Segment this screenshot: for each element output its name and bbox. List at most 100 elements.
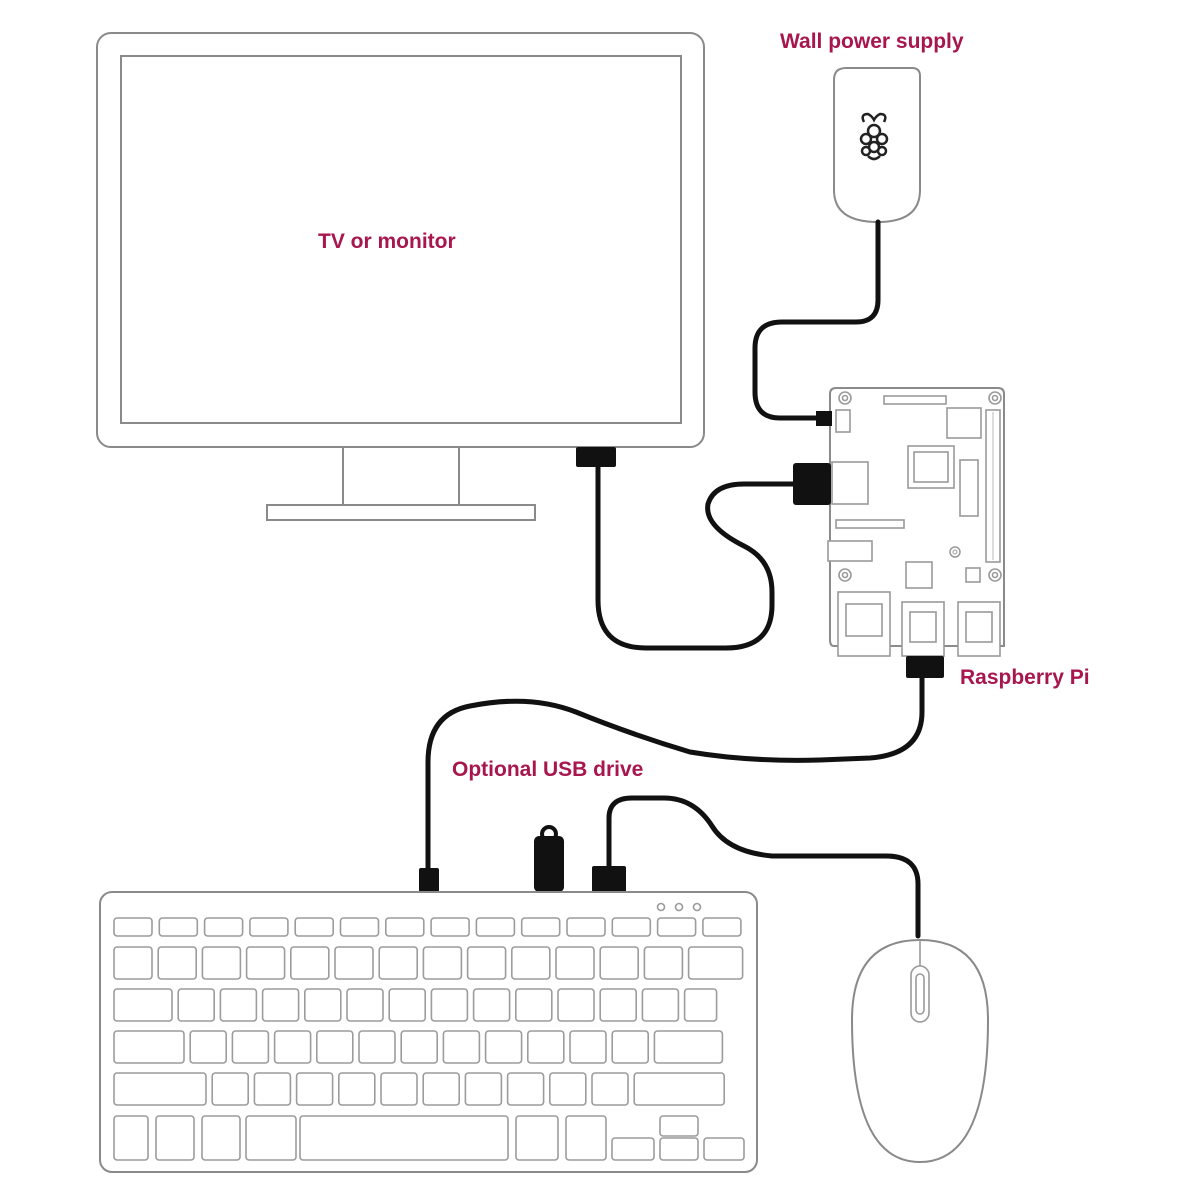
keyboard-key	[358, 1030, 396, 1064]
cables	[419, 219, 944, 939]
pi-usbc-power-port	[835, 409, 851, 433]
keyboard-key	[548, 1072, 587, 1106]
pi-usb-controller	[905, 561, 933, 589]
keyboard-key	[569, 1030, 607, 1064]
keyboard-key	[641, 988, 680, 1022]
keyboard-key	[337, 1072, 376, 1106]
keyboard-key	[591, 1072, 629, 1106]
mouse-cable-plug	[592, 866, 626, 892]
pi-usb-port	[901, 601, 945, 657]
hdmi-cable-plug	[793, 463, 831, 505]
keyboard-key	[555, 946, 595, 980]
keyboard-key	[656, 917, 697, 937]
keyboard-status-led	[656, 902, 666, 912]
mouse-body	[850, 938, 990, 1164]
keyboard-key	[599, 988, 638, 1022]
usb-drive-label: Optional USB drive	[452, 758, 644, 781]
pi-wifi-chip	[946, 407, 982, 439]
keyboard-key	[611, 1030, 650, 1064]
keyboard-key	[177, 988, 215, 1022]
keyboard-key	[201, 1115, 241, 1161]
keyboard-key	[659, 1137, 699, 1161]
keyboard-status-led	[674, 902, 684, 912]
keyboard-key	[702, 917, 742, 937]
keyboard-key	[249, 917, 289, 937]
mouse	[850, 938, 990, 1164]
keyboard-key	[464, 1072, 503, 1106]
keyboard-key	[155, 1115, 195, 1161]
raspberry-pi-label: Raspberry Pi	[960, 666, 1090, 689]
keyboard-key	[231, 1030, 270, 1064]
keyboard-key	[211, 1072, 249, 1106]
power-cable	[752, 219, 881, 421]
keyboard-key	[400, 1030, 439, 1064]
keyboard-key	[339, 917, 380, 937]
keyboard-key	[388, 988, 427, 1022]
keyboard-key	[514, 988, 553, 1022]
keyboard-key	[506, 1072, 545, 1106]
keyboard-key	[113, 917, 153, 937]
keyboard-key	[683, 988, 718, 1022]
keyboard-key	[520, 917, 561, 937]
keyboard-key	[299, 1115, 509, 1161]
keyboard-key	[315, 1030, 354, 1064]
keyboard-key	[475, 917, 516, 937]
power-supply	[833, 67, 921, 224]
keyboard-key	[289, 946, 330, 980]
keyboard-key	[633, 1072, 726, 1106]
keyboard-key	[566, 917, 606, 937]
keyboard-key	[466, 946, 507, 980]
keyboard-key	[653, 1030, 724, 1064]
keyboard-key	[526, 1030, 565, 1064]
keyboard-key	[245, 946, 286, 980]
pi-audio-jack	[827, 540, 873, 562]
keyboard-key	[346, 988, 384, 1022]
keyboard-key	[643, 946, 684, 980]
keyboard-key	[599, 946, 640, 980]
keyboard-key	[245, 1115, 297, 1161]
keyboard-key	[113, 946, 153, 980]
keyboard-key	[113, 1115, 149, 1161]
keyboard-key	[294, 917, 335, 937]
pi-display-connector	[883, 395, 947, 405]
power-supply-label: Wall power supply	[780, 30, 964, 53]
keyboard-key	[253, 1072, 292, 1106]
pi-usb-port	[957, 601, 1001, 657]
keyboard-key	[515, 1115, 559, 1161]
keyboard-key	[273, 1030, 312, 1064]
usb-drive	[534, 836, 564, 892]
keyboard-key	[422, 1072, 461, 1106]
keyboard-key	[334, 946, 374, 980]
monitor	[96, 32, 705, 521]
monitor-label: TV or monitor	[318, 230, 456, 253]
keyboard-key	[113, 1072, 207, 1106]
keyboard-key	[261, 988, 300, 1022]
keyboard-key	[157, 946, 197, 980]
keyboard-key	[472, 988, 511, 1022]
keyboard-key	[378, 946, 419, 980]
keyboard-key	[303, 988, 342, 1022]
pi-logo-icon	[949, 546, 961, 558]
keyboard-key	[611, 917, 652, 937]
keyboard-cable-pi-plug	[906, 656, 944, 678]
keyboard-key	[484, 1030, 523, 1064]
keyboard-key	[422, 946, 463, 980]
monitor-stand-base	[266, 504, 536, 521]
keyboard-status-led	[692, 902, 702, 912]
keyboard-key	[687, 946, 744, 980]
keyboard-key	[611, 1137, 655, 1161]
keyboard-key	[113, 988, 173, 1022]
pi-hdmi-port	[831, 461, 869, 505]
power-supply-body	[833, 67, 921, 224]
monitor-neck	[342, 446, 460, 508]
keyboard-usb-cable	[425, 669, 925, 875]
keyboard-key	[158, 917, 199, 937]
keyboard-key	[295, 1072, 334, 1106]
keyboard-key	[203, 917, 244, 937]
keyboard-key	[430, 988, 469, 1022]
keyboard-cable-plug	[419, 868, 439, 892]
pi-camera-connector	[835, 519, 905, 529]
keyboard-key	[510, 946, 551, 980]
mouse-cable	[606, 795, 921, 939]
